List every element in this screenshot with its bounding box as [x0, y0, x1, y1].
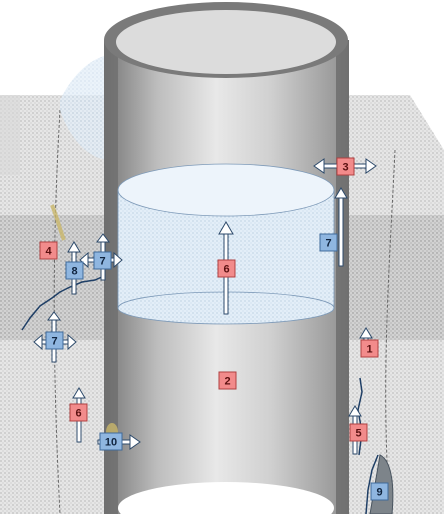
label-box-7-left: 7 — [45, 331, 64, 350]
cylinder-top-opening — [116, 10, 336, 74]
label-box-7-mid: 7 — [93, 251, 112, 270]
label-box-10: 10 — [99, 432, 123, 451]
label-box-5: 5 — [349, 423, 368, 442]
label-box-1: 1 — [360, 339, 379, 358]
label-box-6-core: 6 — [217, 259, 236, 278]
label-box-3: 3 — [336, 157, 355, 176]
label-1: 1 — [366, 344, 372, 356]
arrow-7-right — [334, 187, 348, 267]
label-6-core: 6 — [223, 264, 229, 276]
label-box-9: 9 — [370, 482, 389, 501]
label-2: 2 — [224, 376, 230, 388]
label-10: 10 — [105, 437, 117, 449]
label-5: 5 — [355, 428, 361, 440]
label-box-7-right: 7 — [319, 233, 338, 252]
label-7-right: 7 — [325, 238, 331, 250]
rock-top-left-face — [0, 95, 20, 175]
label-4: 4 — [45, 246, 52, 258]
damage-zone-right-line — [385, 149, 396, 514]
label-3: 3 — [342, 162, 348, 174]
label-box-4: 4 — [39, 241, 58, 260]
cylinder-bottom-opening — [118, 482, 334, 514]
plug-top — [117, 163, 335, 217]
label-6-left: 6 — [75, 408, 81, 420]
label-8: 8 — [71, 266, 77, 278]
label-box-2: 2 — [218, 371, 237, 390]
labels: 1 2 3 4 5 6 6 7 — [39, 157, 389, 501]
label-7-left: 7 — [51, 336, 57, 348]
damage-zone-top-left — [60, 55, 110, 160]
label-box-8: 8 — [65, 261, 84, 280]
label-box-6-left: 6 — [69, 403, 88, 422]
label-7-mid: 7 — [99, 256, 105, 268]
label-9: 9 — [376, 487, 382, 499]
